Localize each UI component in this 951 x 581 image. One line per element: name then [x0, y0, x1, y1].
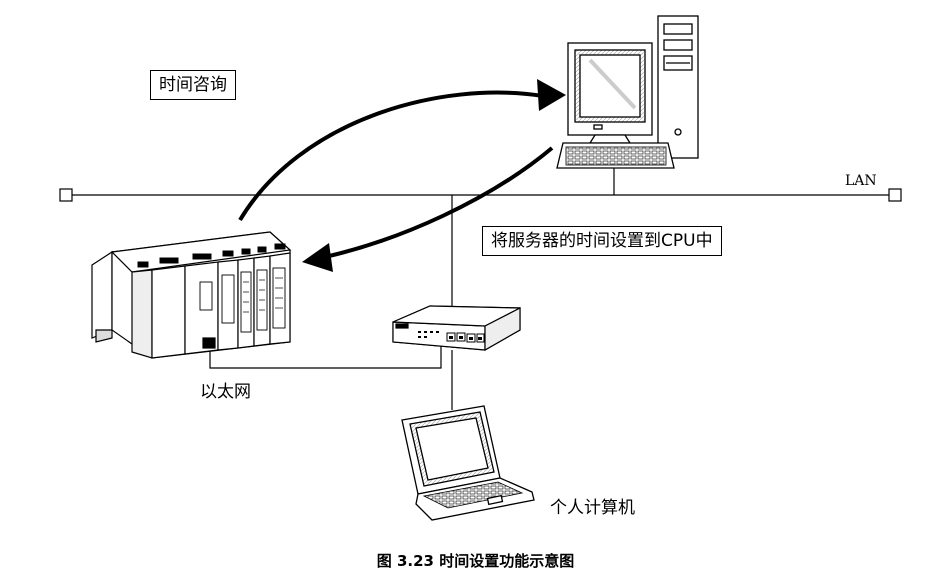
lan-terminator-left: [59, 188, 73, 202]
switching-hub-icon: [392, 305, 521, 352]
time-query-arrow: [238, 79, 566, 222]
set-time-to-cpu-label: 将服务器的时间设置到CPU中: [482, 226, 722, 256]
lan-terminator-right: [888, 188, 902, 202]
laptop-icon: [401, 405, 535, 521]
plc-cpu-icon: [91, 231, 292, 359]
ethernet-label: 以太网: [200, 382, 251, 402]
lan-label: LAN: [845, 173, 877, 189]
personal-computer-label: 个人计算机: [550, 498, 635, 518]
time-setting-arrow: [302, 146, 554, 272]
figure-caption: 图 3.23 时间设置功能示意图: [376, 552, 575, 570]
server-computer-icon: [556, 15, 699, 169]
time-query-label: 时间咨询: [150, 70, 236, 100]
